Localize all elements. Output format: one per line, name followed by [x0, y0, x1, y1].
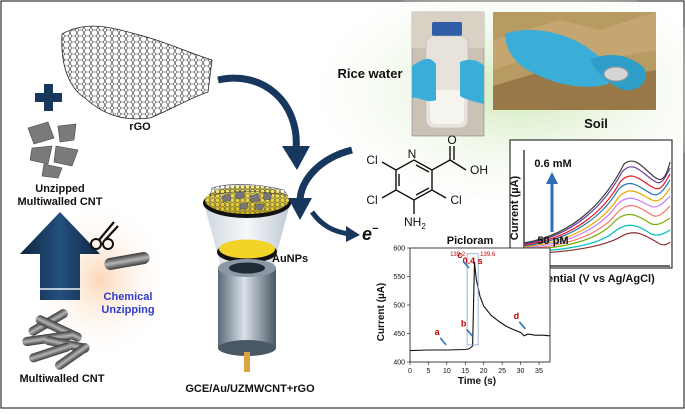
y-tick-label: 500 — [393, 303, 405, 310]
y-tick-label: 600 — [393, 246, 405, 253]
x-tick-label: 35 — [535, 368, 543, 375]
electron-arrow — [309, 210, 360, 242]
time-label-left: 139.2 — [450, 252, 466, 258]
amperometry-chart: 0 5 10 15 20 25 30 35 400 450 500 550 600 139.2 139.60… — [393, 246, 551, 375]
chemical-label: Chemical — [104, 291, 153, 303]
cnt-tube — [104, 252, 150, 270]
x-tick-label: 30 — [517, 368, 525, 375]
aunps-label: AuNPs — [272, 253, 308, 265]
electrode-assembly — [203, 184, 291, 372]
rice-water-label: Rice water — [337, 66, 402, 81]
annotation-arrow-a — [439, 337, 447, 346]
x-tick-label: 10 — [443, 368, 451, 375]
dpv-xlabel: Potential (V vs Ag/AgCl) — [529, 273, 655, 285]
atom-n: N — [408, 147, 417, 161]
x-tick-label: 20 — [480, 368, 488, 375]
x-tick-label: 15 — [461, 368, 469, 375]
unzipped-label-2: Multiwalled CNT — [18, 196, 103, 208]
curved-arrow-picloram — [288, 146, 353, 220]
rgo-sheet — [61, 25, 213, 120]
y-tick-label: 550 — [393, 274, 405, 281]
x-tick-label: 0 — [408, 368, 412, 375]
zoom-box — [466, 253, 479, 346]
soil-photo — [493, 12, 656, 110]
plus-icon — [35, 84, 62, 111]
annotation-arrow-b — [466, 328, 474, 337]
curved-arrow-rgo — [217, 74, 310, 170]
rice-water-photo — [411, 11, 485, 137]
dpv-bottom-label: 50 pM — [537, 235, 568, 247]
unzipped-cnt-flakes — [27, 121, 79, 179]
time-label-right: 139.6 — [480, 252, 496, 258]
dpv-chart — [509, 139, 673, 269]
unzipped-label: Unzipped — [35, 183, 85, 195]
atom-oh: OH — [470, 163, 488, 177]
time-interval-label: 0.4 s — [463, 256, 483, 266]
atom-cl-1: Cl — [366, 153, 377, 167]
scissors-icon — [90, 221, 119, 250]
unzipping-label: Unzipping — [101, 304, 154, 316]
atom-o: O — [447, 133, 456, 147]
dpv-top-label: 0.6 mM — [534, 158, 571, 170]
amp-xlabel: Time (s) — [458, 376, 496, 387]
mwcnt-label: Multiwalled CNT — [20, 373, 105, 385]
up-arrow — [20, 212, 100, 300]
soil-label: Soil — [584, 116, 608, 131]
rgo-label: rGO — [129, 121, 151, 133]
atom-cl-3: Cl — [450, 193, 461, 207]
y-tick-label: 450 — [393, 331, 405, 338]
dpv-ylabel: Current (µA) — [509, 175, 521, 240]
annotation-a: a — [435, 327, 441, 337]
annotation-d: d — [514, 311, 520, 321]
electron-symbol: e− — [362, 223, 379, 244]
x-tick-label: 5 — [426, 368, 430, 375]
annotation-c: c — [457, 250, 462, 260]
plot-frame — [409, 247, 551, 363]
annotation-b: b — [461, 318, 467, 328]
picloram-label: Picloram — [447, 235, 494, 247]
electrode-label: GCE/Au/UZMWCNT+rGO — [185, 383, 315, 395]
atom-cl-2: Cl — [366, 193, 377, 207]
annotation-arrow-d — [518, 321, 526, 330]
y-tick-label: 400 — [393, 360, 405, 367]
annotation-arrow-c — [462, 260, 470, 269]
atom-nh2: NH2 — [404, 215, 426, 231]
mwcnt-bundle — [22, 309, 90, 370]
picloram-structure — [381, 146, 467, 214]
x-tick-label: 25 — [498, 368, 506, 375]
current-trace — [409, 262, 551, 352]
amp-ylabel: Current (µA) — [376, 283, 387, 342]
